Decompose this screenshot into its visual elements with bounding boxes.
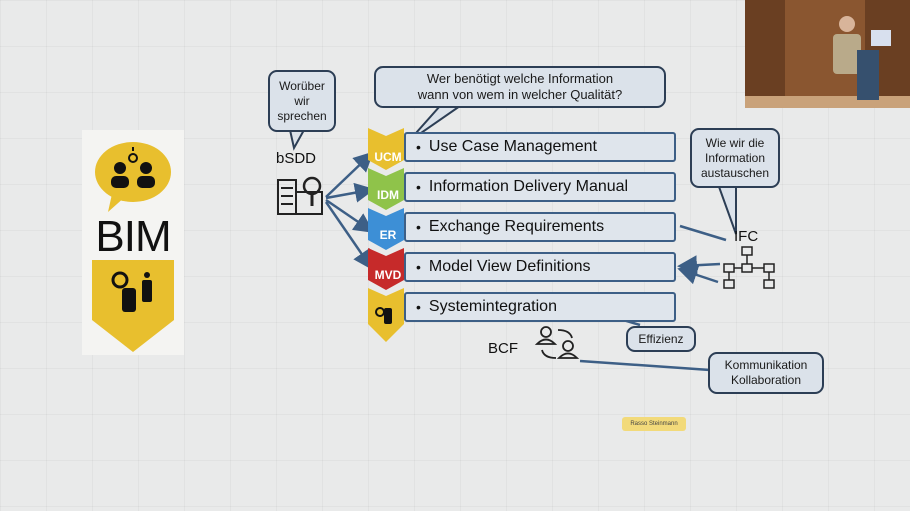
people-icon (111, 147, 155, 188)
chevron-idm (368, 168, 404, 210)
collaboration-icon (534, 326, 580, 359)
row-information-delivery-manual: • Information Delivery Manual (404, 172, 676, 202)
dictionary-icon (277, 176, 323, 215)
row-exchange-requirements: • Exchange Requirements (404, 212, 676, 242)
tag-idm: IDM (377, 188, 399, 202)
hand-gear-icon (111, 271, 152, 312)
tag-mvd: MVD (374, 268, 402, 282)
row-model-view-definitions: • Model View Definitions (404, 252, 676, 282)
bullet: • (416, 299, 421, 315)
ifc-label: IFC (734, 228, 759, 245)
speaker-video (745, 0, 910, 108)
callout-wie: Wie wir die Information austauschen (690, 128, 780, 188)
bullet: • (416, 219, 421, 235)
bim-title: BIM (95, 212, 171, 261)
row-label: Model View Definitions (428, 258, 591, 275)
bullet: • (416, 179, 421, 195)
callout-wer: Wer benötigt welche Information wann von… (374, 66, 666, 108)
bcf-label: BCF (488, 340, 518, 357)
bim-logo-graphic (92, 142, 174, 352)
chevron-er (368, 208, 404, 250)
row-systemintegration: • Systemintegration (404, 292, 676, 322)
row-label: Systemintegration (428, 298, 557, 315)
tag-er: ER (379, 228, 397, 242)
bim-logo-panel (82, 130, 184, 355)
tag-ucm: UCM (374, 150, 402, 164)
process-chevrons (368, 128, 404, 342)
row-use-case-management: • Use Case Management (404, 132, 676, 162)
presenter-name-tag: Rasso Steinmann (622, 417, 686, 431)
callout-effizienz: Effizienz (626, 326, 696, 352)
bsdd-label: bSDD (276, 150, 317, 167)
chevron-mvd (368, 248, 404, 290)
row-label: Information Delivery Manual (428, 178, 629, 195)
hierarchy-icon (723, 246, 775, 289)
callout-woruber: Worüber wir sprechen (268, 70, 336, 132)
bullet: • (416, 139, 421, 155)
row-label: Use Case Management (428, 138, 597, 155)
system-gear-icon (375, 307, 392, 324)
callout-kommunikation: Kommunikation Kollaboration (708, 352, 824, 394)
bullet: • (416, 259, 421, 275)
speaker-video-frame (745, 0, 910, 108)
row-label: Exchange Requirements (428, 218, 605, 235)
chevron-ucm (368, 128, 404, 170)
